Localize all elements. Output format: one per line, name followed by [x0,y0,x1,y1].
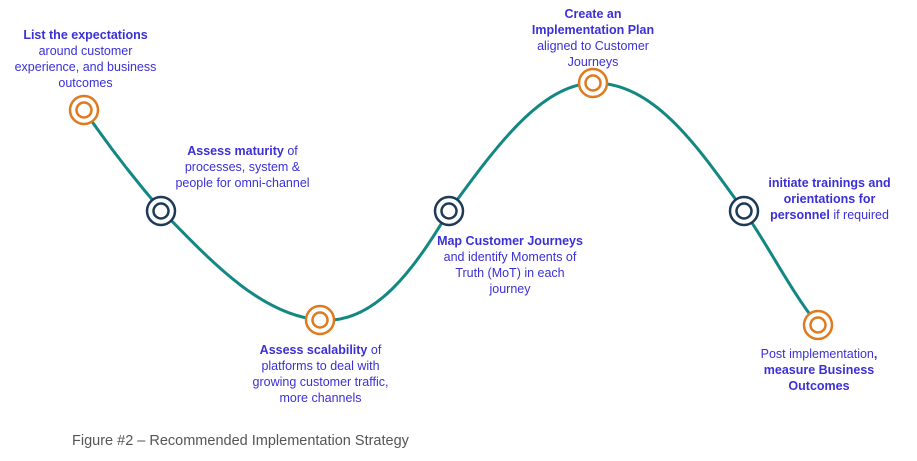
node-7 [802,309,834,341]
node-3 [304,304,336,336]
node-5 [577,67,609,99]
step-6-text: if required [833,208,889,222]
step-6-label: initiate trainings and orientations for … [757,175,902,223]
step-7-comma: , [873,347,878,361]
step-7-bold: measure Business Outcomes [763,363,875,393]
step-3-text: of platforms to deal with growing custom… [252,343,389,405]
step-1-text: around customer experience, and business… [14,44,157,90]
step-3-bold: Assess scalability [259,343,368,357]
step-1-label: List the expectations around customer ex… [8,27,163,91]
node-5-inner-ring [584,74,602,92]
node-3-inner-ring [311,311,329,329]
step-4-text: and identify Moments of Truth (MoT) in e… [443,250,577,296]
step-5-bold: Create an Implementation Plan [531,7,655,37]
step-4-bold: Map Customer Journeys [437,234,583,248]
node-6 [728,195,760,227]
figure-caption: Figure #2 – Recommended Implementation S… [72,433,409,449]
node-2-inner-ring [152,202,170,220]
step-2-text: of processes, system & people for omni-c… [175,144,310,190]
step-6-bold: initiate trainings and orientations for … [768,176,891,222]
step-2-label: Assess maturity of processes, system & p… [165,143,320,191]
node-4-inner-ring [440,202,458,220]
node-6-inner-ring [735,202,753,220]
node-7-inner-ring [809,316,827,334]
step-7-label: Post implementation, measure Business Ou… [745,346,893,394]
node-1 [68,94,100,126]
step-5-text: aligned to Customer Journeys [537,39,649,69]
step-5-label: Create an Implementation Plan aligned to… [523,6,663,70]
node-2 [145,195,177,227]
node-4 [433,195,465,227]
step-1-bold: List the expectations [23,28,148,42]
step-7-pre: Post implementation [760,347,874,361]
node-1-inner-ring [75,101,93,119]
step-4-label: Map Customer Journeys and identify Momen… [435,233,585,297]
step-3-label: Assess scalability of platforms to deal … [243,342,398,406]
step-2-bold: Assess maturity [187,144,284,158]
